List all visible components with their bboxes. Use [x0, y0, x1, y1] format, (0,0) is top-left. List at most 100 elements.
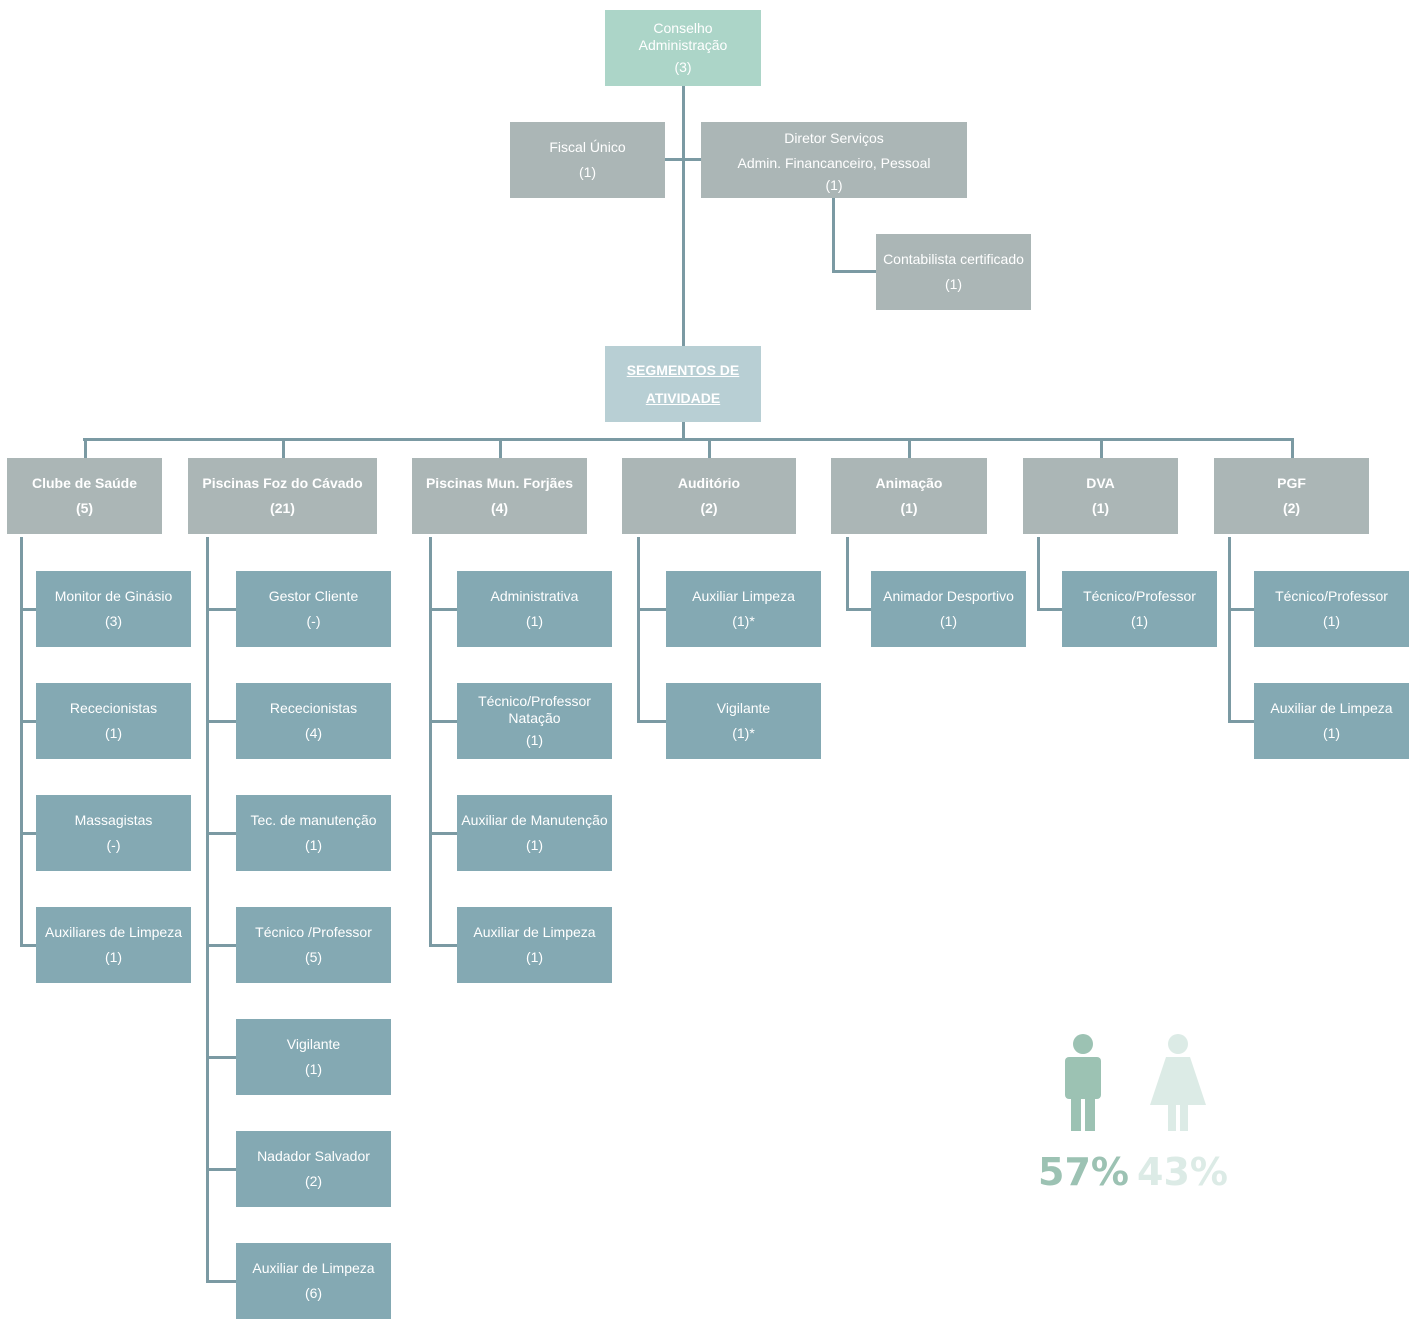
connector-child-branch [206, 832, 236, 835]
connector-segment-drop [908, 438, 911, 458]
male-percent: 57% [1038, 1150, 1129, 1194]
connector-director-down [832, 198, 835, 273]
connector-child-trunk [637, 537, 640, 723]
connector-segment-drop [1100, 438, 1103, 458]
board-name: Conselho Administração [638, 19, 728, 53]
connector-child-branch [1037, 608, 1062, 611]
role-name: Auxiliar de Limpeza [1270, 700, 1393, 717]
connector-child-branch [637, 608, 666, 611]
connector-child-branch [206, 720, 236, 723]
connector-segment-drop [282, 438, 285, 458]
connector-board-trunk [682, 86, 685, 346]
role-box: Auxiliar de Limpeza (1) [1254, 683, 1409, 759]
connector-child-branch [1228, 720, 1254, 723]
segments-header-title: SEGMENTOS DE ATIVIDADE [626, 362, 740, 406]
segment-count: (1) [900, 500, 918, 516]
role-name: Auxiliar de Limpeza [473, 924, 596, 941]
female-percent: 43% [1137, 1150, 1228, 1194]
connector-child-trunk [206, 537, 209, 1283]
segment-name: PGF [1277, 475, 1306, 492]
connector-fiscal-director [665, 158, 701, 161]
role-count: (1)* [732, 613, 755, 629]
segment-box: PGF(2) [1214, 458, 1369, 534]
segment-box: Piscinas Foz do Cávado(21) [188, 458, 377, 534]
role-box: Auxiliar de Limpeza(6) [236, 1243, 391, 1319]
role-box: Auxiliar de Manutenção (1) [457, 795, 612, 871]
segment-count: (4) [490, 500, 509, 516]
role-count: (-) [306, 613, 321, 629]
segment-name: Animação [875, 475, 943, 492]
connector-child-branch [20, 832, 36, 835]
role-box: Tec. de manutenção (1) [236, 795, 391, 871]
role-name: Monitor de Ginásio [54, 588, 173, 605]
connector-child-branch [429, 608, 457, 611]
connector-child-branch [429, 832, 457, 835]
connector-child-branch [20, 608, 36, 611]
fiscal-name: Fiscal Único [549, 139, 626, 156]
role-count: (1) [304, 1061, 323, 1077]
segment-box: Clube de Saúde(5) [7, 458, 162, 534]
connector-child-trunk [429, 537, 432, 947]
role-name: Rececionistas [69, 700, 158, 717]
role-name: Técnico/Professor [1083, 588, 1196, 605]
role-name: Animador Desportivo [883, 588, 1014, 605]
connector-child-branch [206, 608, 236, 611]
connector-child-branch [206, 1280, 236, 1283]
male-person-icon [1065, 1034, 1101, 1131]
connector-child-branch [429, 944, 457, 947]
segment-name: Clube de Saúde [31, 475, 138, 492]
connector-child-trunk [1228, 537, 1231, 723]
role-count: (5) [304, 949, 323, 965]
connector-segment-drop [84, 438, 87, 458]
role-count: (1)* [732, 725, 755, 741]
role-count: (2) [304, 1173, 323, 1189]
segment-box: Animação (1) [831, 458, 987, 534]
director-box: Diretor Serviços Admin. Financanceiro, P… [701, 122, 967, 198]
segment-box: Auditório(2) [622, 458, 796, 534]
segment-count: (21) [270, 500, 295, 516]
board-box: Conselho Administração (3) [605, 10, 761, 86]
connector-child-branch [429, 720, 457, 723]
role-count: (1) [525, 732, 544, 749]
fiscal-count: (1) [578, 164, 597, 180]
role-box: Técnico /Professor(5) [236, 907, 391, 983]
segment-name: DVA [1086, 475, 1115, 492]
segment-name: Piscinas Mun. Forjães [425, 475, 574, 492]
role-name: Auxiliar de Limpeza [252, 1260, 375, 1277]
role-box: Nadador Salvador(2) [236, 1131, 391, 1207]
accountant-count: (1) [944, 276, 963, 292]
role-box: Animador Desportivo(1) [871, 571, 1026, 647]
role-box: Vigilante (1)* [666, 683, 821, 759]
role-name: Vigilante [286, 1036, 341, 1053]
role-box: Auxiliar de Limpeza (1) [457, 907, 612, 983]
role-count: (1) [525, 837, 544, 853]
role-box: Auxiliar Limpeza(1)* [666, 571, 821, 647]
fiscal-box: Fiscal Único (1) [510, 122, 665, 198]
role-count: (3) [104, 613, 123, 629]
role-name: Massagistas [74, 812, 153, 829]
role-name: Auxiliar de Manutenção [461, 812, 608, 829]
connector-child-branch [20, 720, 36, 723]
role-box: Administrativa (1) [457, 571, 612, 647]
role-count: (1) [1130, 613, 1149, 629]
role-name: Vigilante [716, 700, 771, 717]
role-name: Tec. de manutenção [250, 812, 377, 829]
connector-child-branch [20, 944, 36, 947]
accountant-box: Contabilista certificado (1) [876, 234, 1031, 310]
female-person-icon [1150, 1034, 1206, 1131]
connector-child-branch [1228, 608, 1254, 611]
director-name: Diretor Serviços Admin. Financanceiro, P… [737, 130, 931, 171]
role-name: Administrativa [490, 588, 579, 605]
role-count: (1) [104, 949, 123, 965]
role-count: (1) [525, 613, 544, 629]
role-count: (4) [304, 725, 323, 741]
role-box: Técnico/Professor (1) [1062, 571, 1217, 647]
role-count: (1) [1322, 725, 1341, 741]
connector-child-trunk [1037, 537, 1040, 611]
role-count: (1) [304, 837, 323, 853]
role-box: Vigilante (1) [236, 1019, 391, 1095]
board-count: (3) [674, 59, 692, 76]
role-count: (1) [525, 949, 544, 965]
role-box: Técnico/Professor(1) [1254, 571, 1409, 647]
